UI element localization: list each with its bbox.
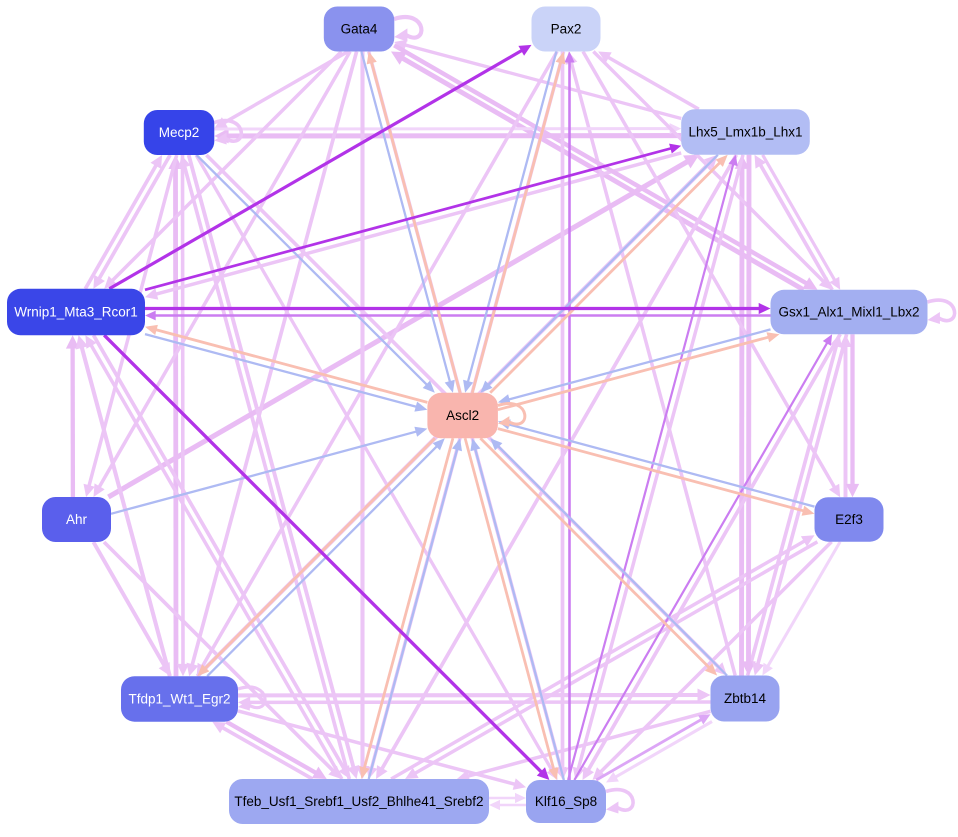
- svg-text:Zbtb14: Zbtb14: [724, 691, 767, 706]
- svg-text:Gata4: Gata4: [341, 22, 378, 37]
- svg-text:Tfdp1_Wt1_Egr2: Tfdp1_Wt1_Egr2: [128, 692, 230, 707]
- svg-text:Ahr: Ahr: [66, 512, 88, 527]
- svg-text:Lhx5_Lmx1b_Lhx1: Lhx5_Lmx1b_Lhx1: [688, 125, 802, 140]
- svg-text:E2f3: E2f3: [835, 512, 863, 527]
- svg-text:Tfeb_Usf1_Srebf1_Usf2_Bhlhe41_: Tfeb_Usf1_Srebf1_Usf2_Bhlhe41_Srebf2: [234, 794, 483, 809]
- svg-text:Klf16_Sp8: Klf16_Sp8: [535, 794, 597, 809]
- svg-text:Gsx1_Alx1_Mixl1_Lbx2: Gsx1_Alx1_Mixl1_Lbx2: [778, 305, 919, 320]
- svg-text:Pax2: Pax2: [551, 22, 582, 37]
- svg-text:Mecp2: Mecp2: [159, 125, 200, 140]
- svg-text:Ascl2: Ascl2: [446, 408, 479, 423]
- svg-text:Wrnip1_Mta3_Rcor1: Wrnip1_Mta3_Rcor1: [14, 305, 138, 320]
